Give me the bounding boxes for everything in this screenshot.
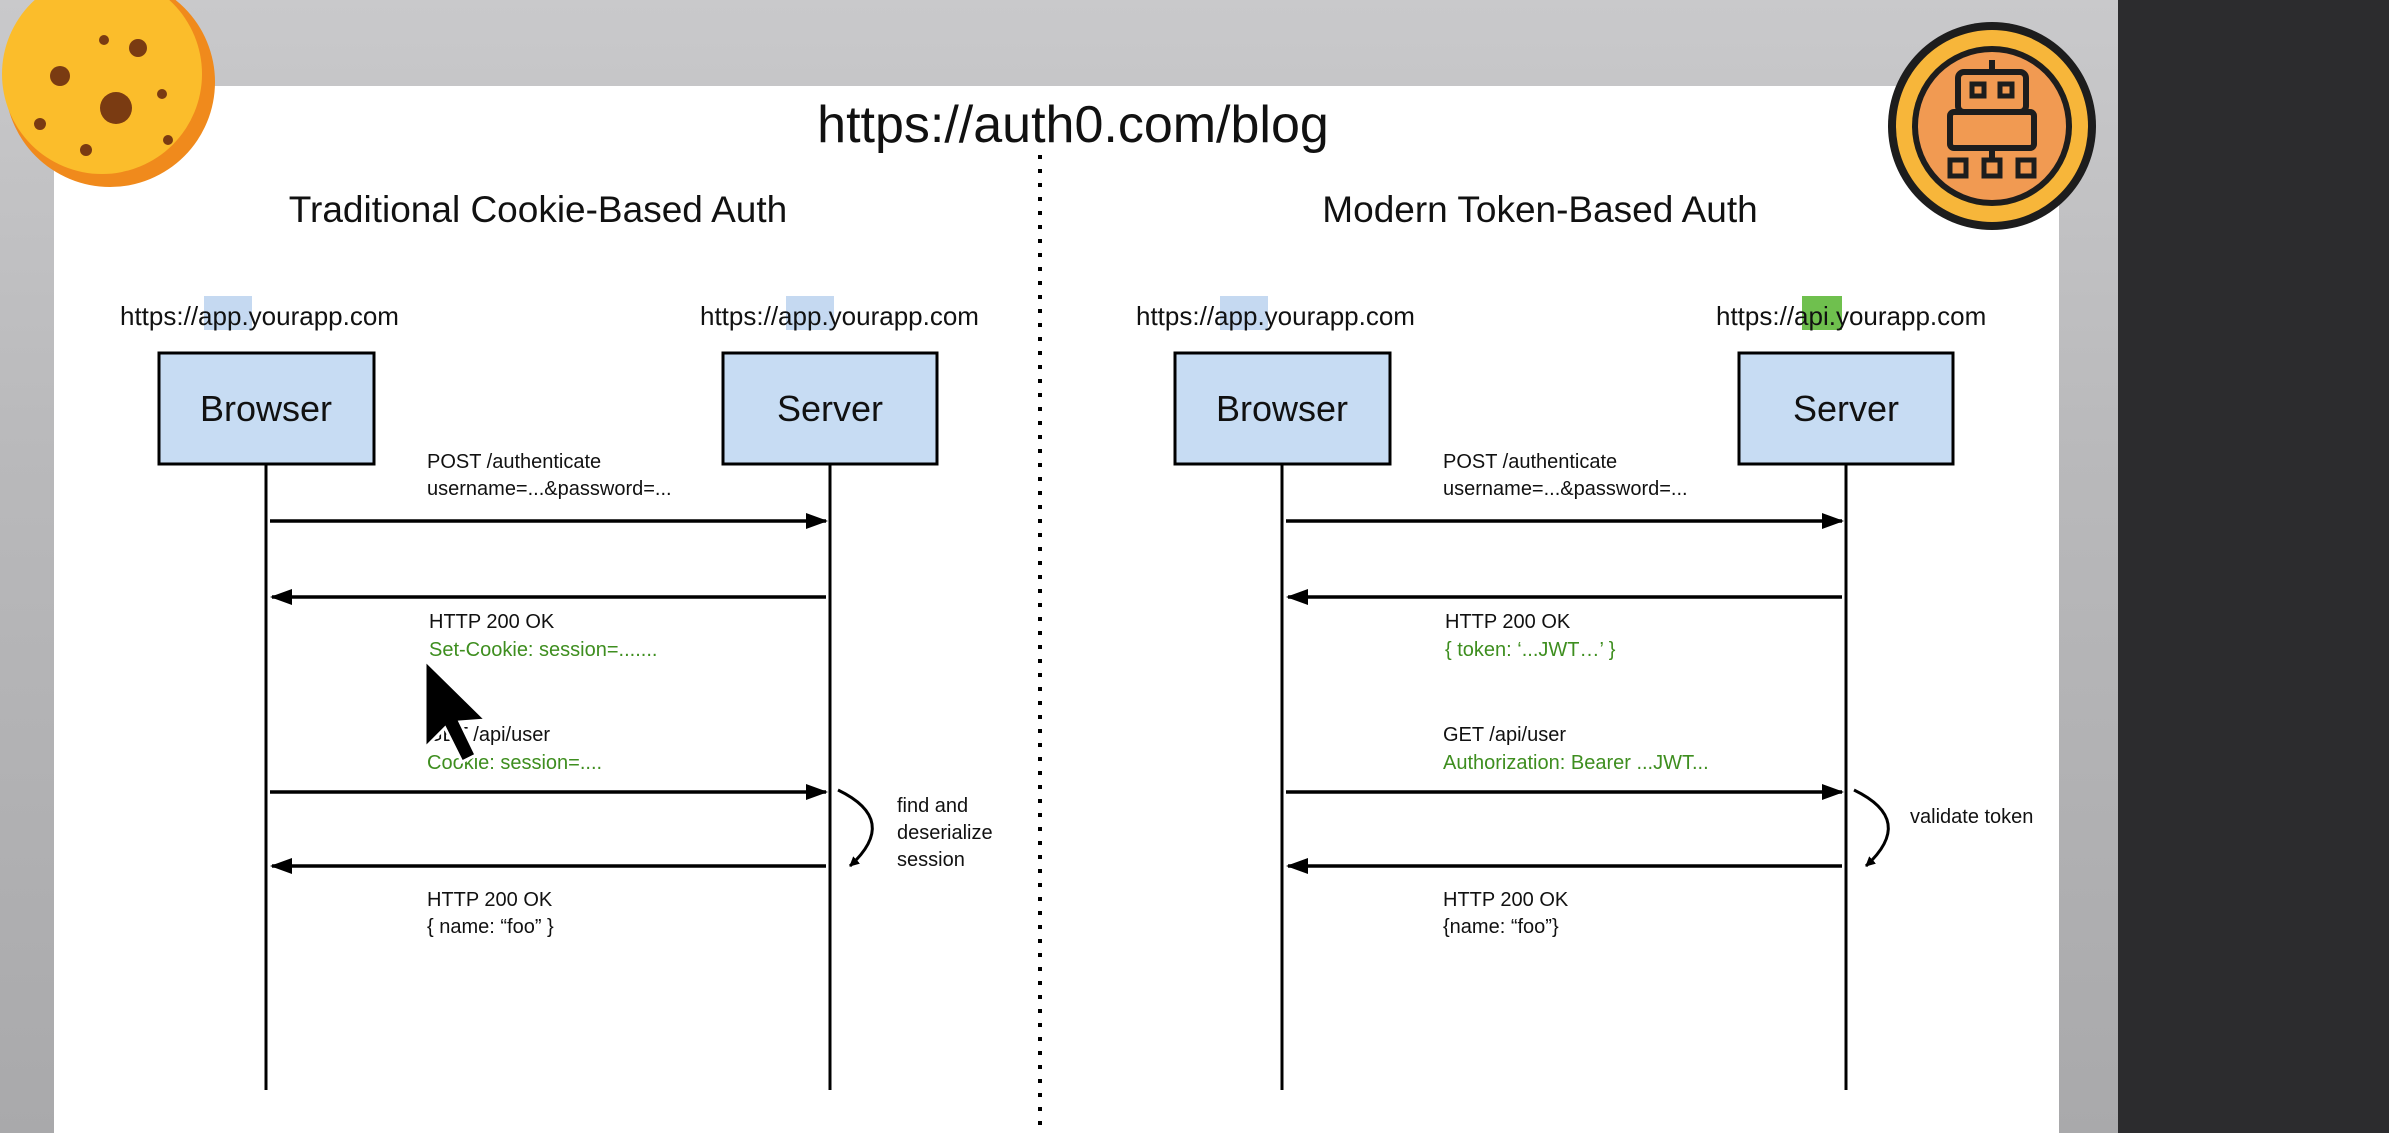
right-msg4-line1: HTTP 200 OK (1443, 889, 1569, 911)
right-server-box (1737, 351, 1955, 466)
video-frame: https://auth0.com/blog Traditional Cooki… (0, 0, 2118, 1133)
left-server-url: https://app.yourapp.com (700, 301, 979, 331)
right-msg1-line2: username=...&password=... (1443, 478, 1688, 500)
left-title: Traditional Cookie-Based Auth (289, 189, 787, 230)
right-server-label: Server (1793, 388, 1899, 429)
right-client-url-highlight (1220, 296, 1268, 330)
sequence-diagram: https://auth0.com/blog Traditional Cooki… (2, 0, 2096, 1133)
right-server-url-highlight (1802, 296, 1842, 330)
left-msg4-line2: { name: “foo” } (427, 916, 554, 938)
right-process-line1: validate token (1910, 806, 2033, 828)
cookie-icon (2, 0, 215, 187)
left-msg2-line1: HTTP 200 OK (429, 611, 555, 633)
right-msg2-line2: { token: ‘...JWT…’ } (1445, 639, 1616, 661)
right-msg1-line1: POST /authenticate (1443, 451, 1617, 473)
right-process-loop (1853, 788, 1890, 868)
left-process-line1: find and (897, 795, 968, 817)
left-server-url-highlight (786, 296, 834, 330)
left-msg4-line1: HTTP 200 OK (427, 889, 553, 911)
left-process-line3: session (897, 849, 965, 871)
left-msg1-line1: POST /authenticate (427, 451, 601, 473)
left-client-url: https://app.yourapp.com (120, 301, 399, 331)
left-panel: Traditional Cookie-Based Auth https://ap… (120, 189, 993, 1090)
right-browser-box (1173, 351, 1392, 466)
left-process-loop (837, 788, 874, 868)
left-msg1-line2: username=...&password=... (427, 478, 672, 500)
right-msg4-line2: {name: “foo”} (1443, 916, 1559, 938)
left-msg3-line2: Cookie: session=.... (427, 752, 602, 774)
robot-icon (1888, 22, 2096, 230)
slide (54, 86, 2059, 1133)
right-server-url: https://api.yourapp.com (1716, 301, 1986, 331)
right-panel: Modern Token-Based Auth https://app.your… (1136, 189, 2033, 1090)
left-server-label: Server (777, 388, 883, 429)
left-msg2-line2: Set-Cookie: session=....... (429, 639, 657, 661)
right-browser-label: Browser (1216, 388, 1348, 429)
right-msg3-line1: GET /api/user (1443, 724, 1566, 746)
source-url: https://auth0.com/blog (817, 96, 1329, 154)
left-process-line2: deserialize (897, 822, 993, 844)
left-browser-label: Browser (200, 388, 332, 429)
right-msg2-line1: HTTP 200 OK (1445, 611, 1571, 633)
right-sidebar (2118, 0, 2389, 1133)
right-client-url: https://app.yourapp.com (1136, 301, 1415, 331)
left-server-box (721, 351, 939, 466)
right-msg3-line2: Authorization: Bearer ...JWT... (1443, 752, 1709, 774)
mouse-pointer-icon (423, 656, 490, 765)
left-client-url-highlight (204, 296, 252, 330)
right-title: Modern Token-Based Auth (1322, 189, 1757, 230)
